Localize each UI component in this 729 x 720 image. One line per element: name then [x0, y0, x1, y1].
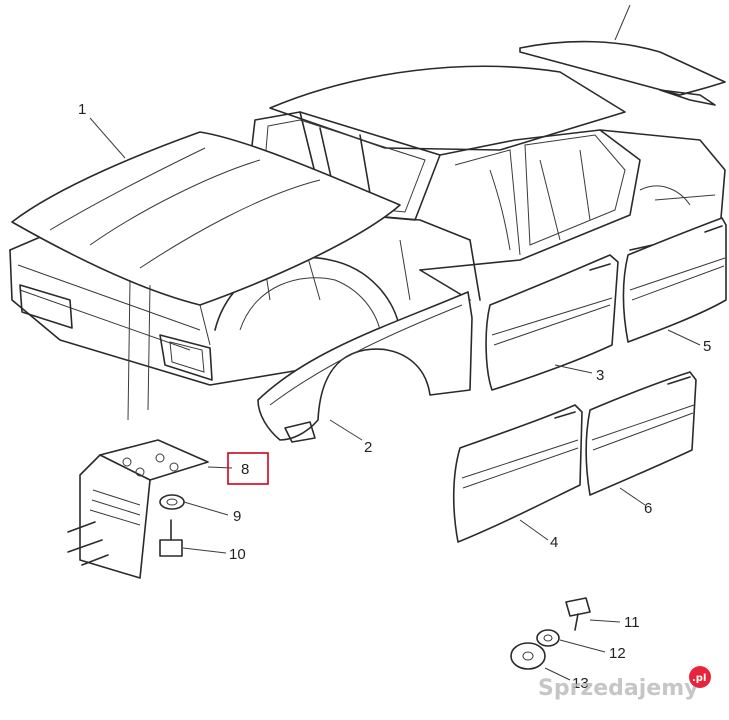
- callout-2: 2: [364, 439, 372, 456]
- washer-12-part: [536, 629, 560, 647]
- washer-13-part: [510, 642, 546, 670]
- callout-9: 9: [233, 508, 241, 525]
- bolt-10-part: [159, 519, 183, 557]
- front-door-left-part: [452, 404, 583, 543]
- callout-6: 6: [644, 500, 652, 517]
- washer-9-part: [159, 494, 185, 510]
- callout-5: 5: [703, 338, 711, 355]
- watermark-suffix: .pl: [692, 673, 706, 684]
- callout-10: 10: [229, 546, 246, 563]
- boot-lid-part: [519, 4, 726, 106]
- callout-labels: 1 2 3 4 5 6 8 9 10 11 12 13: [78, 101, 711, 692]
- bolt-11-part: [565, 597, 591, 631]
- bonnet-part: [11, 131, 401, 421]
- callout-12: 12: [609, 645, 626, 662]
- rear-door-right-part: [622, 217, 727, 343]
- callout-8: 8: [241, 461, 249, 478]
- front-door-right-part: [485, 254, 619, 391]
- watermark-text: Sprzedajemy: [538, 676, 699, 701]
- callout-11: 11: [624, 614, 640, 631]
- callout-3: 3: [596, 367, 604, 384]
- front-wing-part: [257, 291, 473, 443]
- watermark: Sprzedajemy .pl: [538, 666, 711, 701]
- callout-4: 4: [550, 534, 558, 551]
- highlight-box: [227, 452, 269, 485]
- hinge-part: [67, 439, 209, 579]
- rear-door-left-part: [585, 371, 697, 496]
- watermark-badge-icon: [689, 666, 711, 688]
- callout-1: 1: [78, 101, 86, 118]
- callout-13: 13: [572, 675, 589, 692]
